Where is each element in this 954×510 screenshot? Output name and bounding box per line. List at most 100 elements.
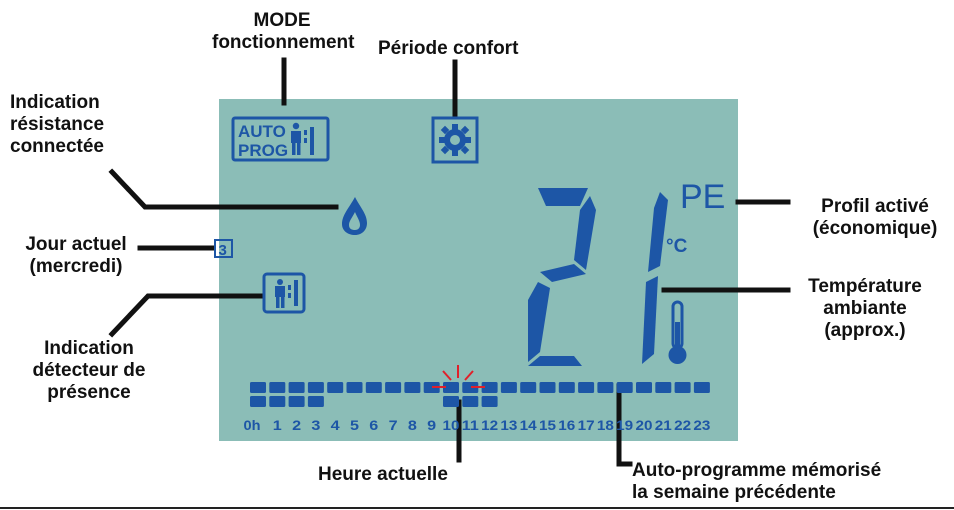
hour-bar-top-16 bbox=[558, 382, 575, 393]
hour-bar-bottom-3 bbox=[307, 396, 324, 407]
person-beam-icon bbox=[291, 122, 314, 155]
callout-presence-line1: Indication bbox=[44, 338, 134, 359]
seg-2-middle bbox=[540, 264, 586, 282]
hour-label-1: 1 bbox=[273, 417, 282, 433]
hour-bars-bottom bbox=[250, 396, 498, 407]
seg-2-top bbox=[538, 188, 588, 206]
callout-presence: Indication détecteur de présence bbox=[14, 338, 164, 404]
hour-bar-bottom-2 bbox=[288, 396, 305, 407]
hour-bar-bottom-11 bbox=[462, 396, 479, 407]
hour-label-18: 18 bbox=[597, 417, 614, 433]
hour-bar-top-23 bbox=[693, 382, 710, 393]
hour-label-11: 11 bbox=[462, 417, 479, 433]
leader-lines bbox=[108, 57, 791, 467]
hour-label-23: 23 bbox=[693, 417, 710, 433]
temperature-unit: °C bbox=[666, 236, 688, 257]
callout-mode-line2: fonctionnement bbox=[212, 32, 355, 53]
callout-resistance-line2: résistance bbox=[10, 114, 105, 135]
leader-auto-program bbox=[616, 383, 633, 467]
hour-bar-top-14 bbox=[520, 382, 537, 393]
callout-current-hour: Heure actuelle bbox=[318, 464, 448, 485]
hour-label-21: 21 bbox=[655, 417, 672, 433]
day-number: 3 bbox=[219, 242, 227, 259]
callout-day-line2: (mercredi) bbox=[29, 256, 123, 277]
hour-label-20: 20 bbox=[636, 417, 653, 433]
callout-profile-line1: Profil activé bbox=[821, 196, 929, 217]
sun-gear-icon bbox=[431, 116, 479, 164]
hour-label-9: 9 bbox=[427, 417, 436, 433]
current-hour-marker bbox=[432, 365, 485, 388]
callout-resistance-line1: Indication bbox=[10, 92, 100, 113]
callout-mode: MODE fonctionnement bbox=[212, 10, 355, 54]
hour-label-17: 17 bbox=[578, 417, 595, 433]
callout-mode-line1: MODE bbox=[253, 10, 311, 31]
hour-label-3: 3 bbox=[311, 417, 320, 433]
hour-label-6: 6 bbox=[369, 417, 378, 433]
hour-label-22: 22 bbox=[674, 417, 691, 433]
callout-resistance-line3: connectée bbox=[10, 136, 104, 157]
callout-comfort: Période confort bbox=[378, 38, 519, 59]
hour-label-8: 8 bbox=[408, 417, 417, 433]
hour-bar-top-18 bbox=[597, 382, 614, 393]
hour-label-2: 2 bbox=[292, 417, 301, 433]
leader-resistance bbox=[108, 168, 339, 210]
callout-auto-program: Auto-programme mémorisé la semaine précé… bbox=[632, 460, 881, 504]
thermometer-icon bbox=[668, 300, 687, 364]
hour-bar-bottom-10 bbox=[443, 396, 459, 407]
hour-bar-top-3 bbox=[307, 382, 324, 393]
presence-detector-icon bbox=[262, 272, 306, 314]
hour-bar-top-5 bbox=[346, 382, 363, 393]
hour-bars-top bbox=[250, 382, 710, 393]
hour-label-4: 4 bbox=[331, 417, 340, 433]
hour-bar-top-0 bbox=[250, 382, 266, 393]
hour-bar-top-10 bbox=[443, 382, 459, 393]
hour-bar-top-9 bbox=[423, 382, 440, 393]
hour-bar-top-22 bbox=[674, 382, 691, 393]
hour-bar-top-1 bbox=[269, 382, 286, 393]
leader-presence bbox=[108, 293, 266, 338]
hour-label-15: 15 bbox=[539, 417, 556, 433]
callout-temperature: Température ambiante (approx.) bbox=[790, 276, 940, 342]
callout-auto-program-line1: Auto-programme mémorisé bbox=[632, 460, 882, 481]
hour-bar-top-17 bbox=[578, 382, 595, 393]
callout-day: Jour actuel (mercredi) bbox=[16, 234, 136, 278]
callout-profile: Profil activé (économique) bbox=[800, 196, 950, 240]
hour-label-14: 14 bbox=[520, 417, 537, 433]
hour-bar-bottom-1 bbox=[269, 396, 286, 407]
hour-bar-top-7 bbox=[385, 382, 402, 393]
hour-label-13: 13 bbox=[500, 417, 517, 433]
seg-2-lower-left bbox=[528, 282, 550, 362]
callout-temperature-line1: Température bbox=[808, 276, 922, 297]
callout-temperature-line2: ambiante bbox=[823, 298, 907, 319]
hour-bar-top-19 bbox=[616, 382, 633, 393]
callout-temperature-line3: (approx.) bbox=[824, 320, 906, 341]
hour-label-7: 7 bbox=[389, 417, 398, 433]
hour-bar-top-12 bbox=[481, 382, 498, 393]
callout-day-line1: Jour actuel bbox=[25, 234, 127, 255]
seg-2-upper-right bbox=[574, 196, 596, 270]
callout-resistance: Indication résistance connectée bbox=[10, 92, 104, 158]
hour-bar-top-4 bbox=[327, 382, 344, 393]
profile-code: PE bbox=[680, 178, 725, 216]
hour-bar-top-15 bbox=[539, 382, 556, 393]
hour-label-19: 19 bbox=[616, 417, 633, 433]
temperature-digits bbox=[528, 188, 668, 366]
hour-label-12: 12 bbox=[481, 417, 498, 433]
callout-profile-line2: (économique) bbox=[812, 218, 938, 239]
hour-bar-top-21 bbox=[655, 382, 672, 393]
hour-label-10: 10 bbox=[443, 417, 460, 433]
seg-2-bottom bbox=[528, 356, 582, 366]
hour-bar-top-8 bbox=[404, 382, 421, 393]
hour-bar-top-6 bbox=[365, 382, 382, 393]
callout-presence-line2: détecteur de bbox=[32, 360, 146, 381]
hour-label-0: 0h bbox=[244, 417, 261, 433]
callout-presence-line3: présence bbox=[47, 382, 131, 403]
hour-label-16: 16 bbox=[558, 417, 575, 433]
hour-bar-bottom-12 bbox=[481, 396, 498, 407]
day-indicator: 3 bbox=[214, 239, 233, 259]
auto-prog-icon: AUTO PROG bbox=[231, 116, 330, 162]
auto-label: AUTO bbox=[238, 122, 286, 141]
hour-label-5: 5 bbox=[350, 417, 359, 433]
